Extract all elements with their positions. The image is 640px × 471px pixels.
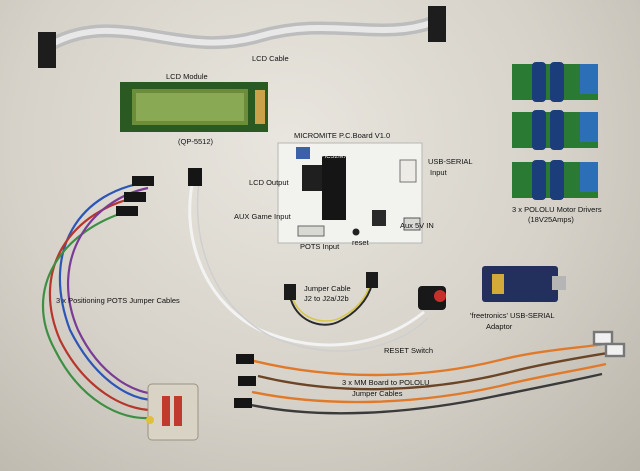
lcd-cable [38, 6, 446, 68]
label-motor-drivers-2: (18V25Amps) [528, 215, 574, 224]
label-mm-board-2: Jumper Cables [352, 389, 403, 398]
label-adaptor-1: 'freetronics' USB-SERIAL [470, 311, 555, 320]
lcd-module [120, 82, 268, 132]
label-lcd-output: LCD Output [249, 178, 289, 187]
reset-switch [418, 286, 446, 310]
label-lcd-cable: LCD Cable [252, 54, 289, 63]
label-pots-input: POTS Input [300, 242, 340, 251]
trim-pot [296, 147, 310, 159]
label-lcd-part: (QP-5512) [178, 137, 214, 146]
label-chip: PIC32MX170 [320, 153, 359, 160]
pic32-chip [322, 156, 346, 220]
mm-pololu-cables [234, 330, 626, 415]
label-aux-5v-in: Aux 5V IN [400, 221, 434, 230]
label-motor-drivers-1: 3 x POLOLU Motor Drivers [512, 205, 602, 214]
label-usb-serial: USB-SERIAL [428, 157, 473, 166]
label-usb-serial-input: Input [430, 168, 447, 177]
jumper-cable-j2 [284, 272, 378, 326]
pots-connector [146, 383, 199, 441]
motor-drivers [512, 62, 598, 200]
label-board-title: MICROMITE P.C.Board V1.0 [294, 131, 391, 140]
pots-jumper-cables [41, 176, 159, 420]
usb-serial-adaptor [482, 266, 566, 302]
label-adaptor-2: Adaptor [486, 322, 513, 331]
label-jumper-cable-2: J2 to J2a/J2b [304, 294, 349, 303]
label-reset-switch: RESET Switch [384, 346, 434, 355]
label-mm-board-1: 3 x MM Board to POLOLU [342, 378, 430, 387]
label-jumper-cable-1: Jumper Cable [304, 284, 351, 293]
label-lcd-module: LCD Module [166, 72, 208, 81]
label-aux-game-input: AUX Game Input [234, 212, 291, 221]
label-pots-cables: 3 x Positioning POTS Jumper Cables [56, 296, 180, 305]
label-reset: reset [352, 238, 369, 247]
white-cables [188, 168, 429, 352]
micromite-board [277, 142, 423, 244]
